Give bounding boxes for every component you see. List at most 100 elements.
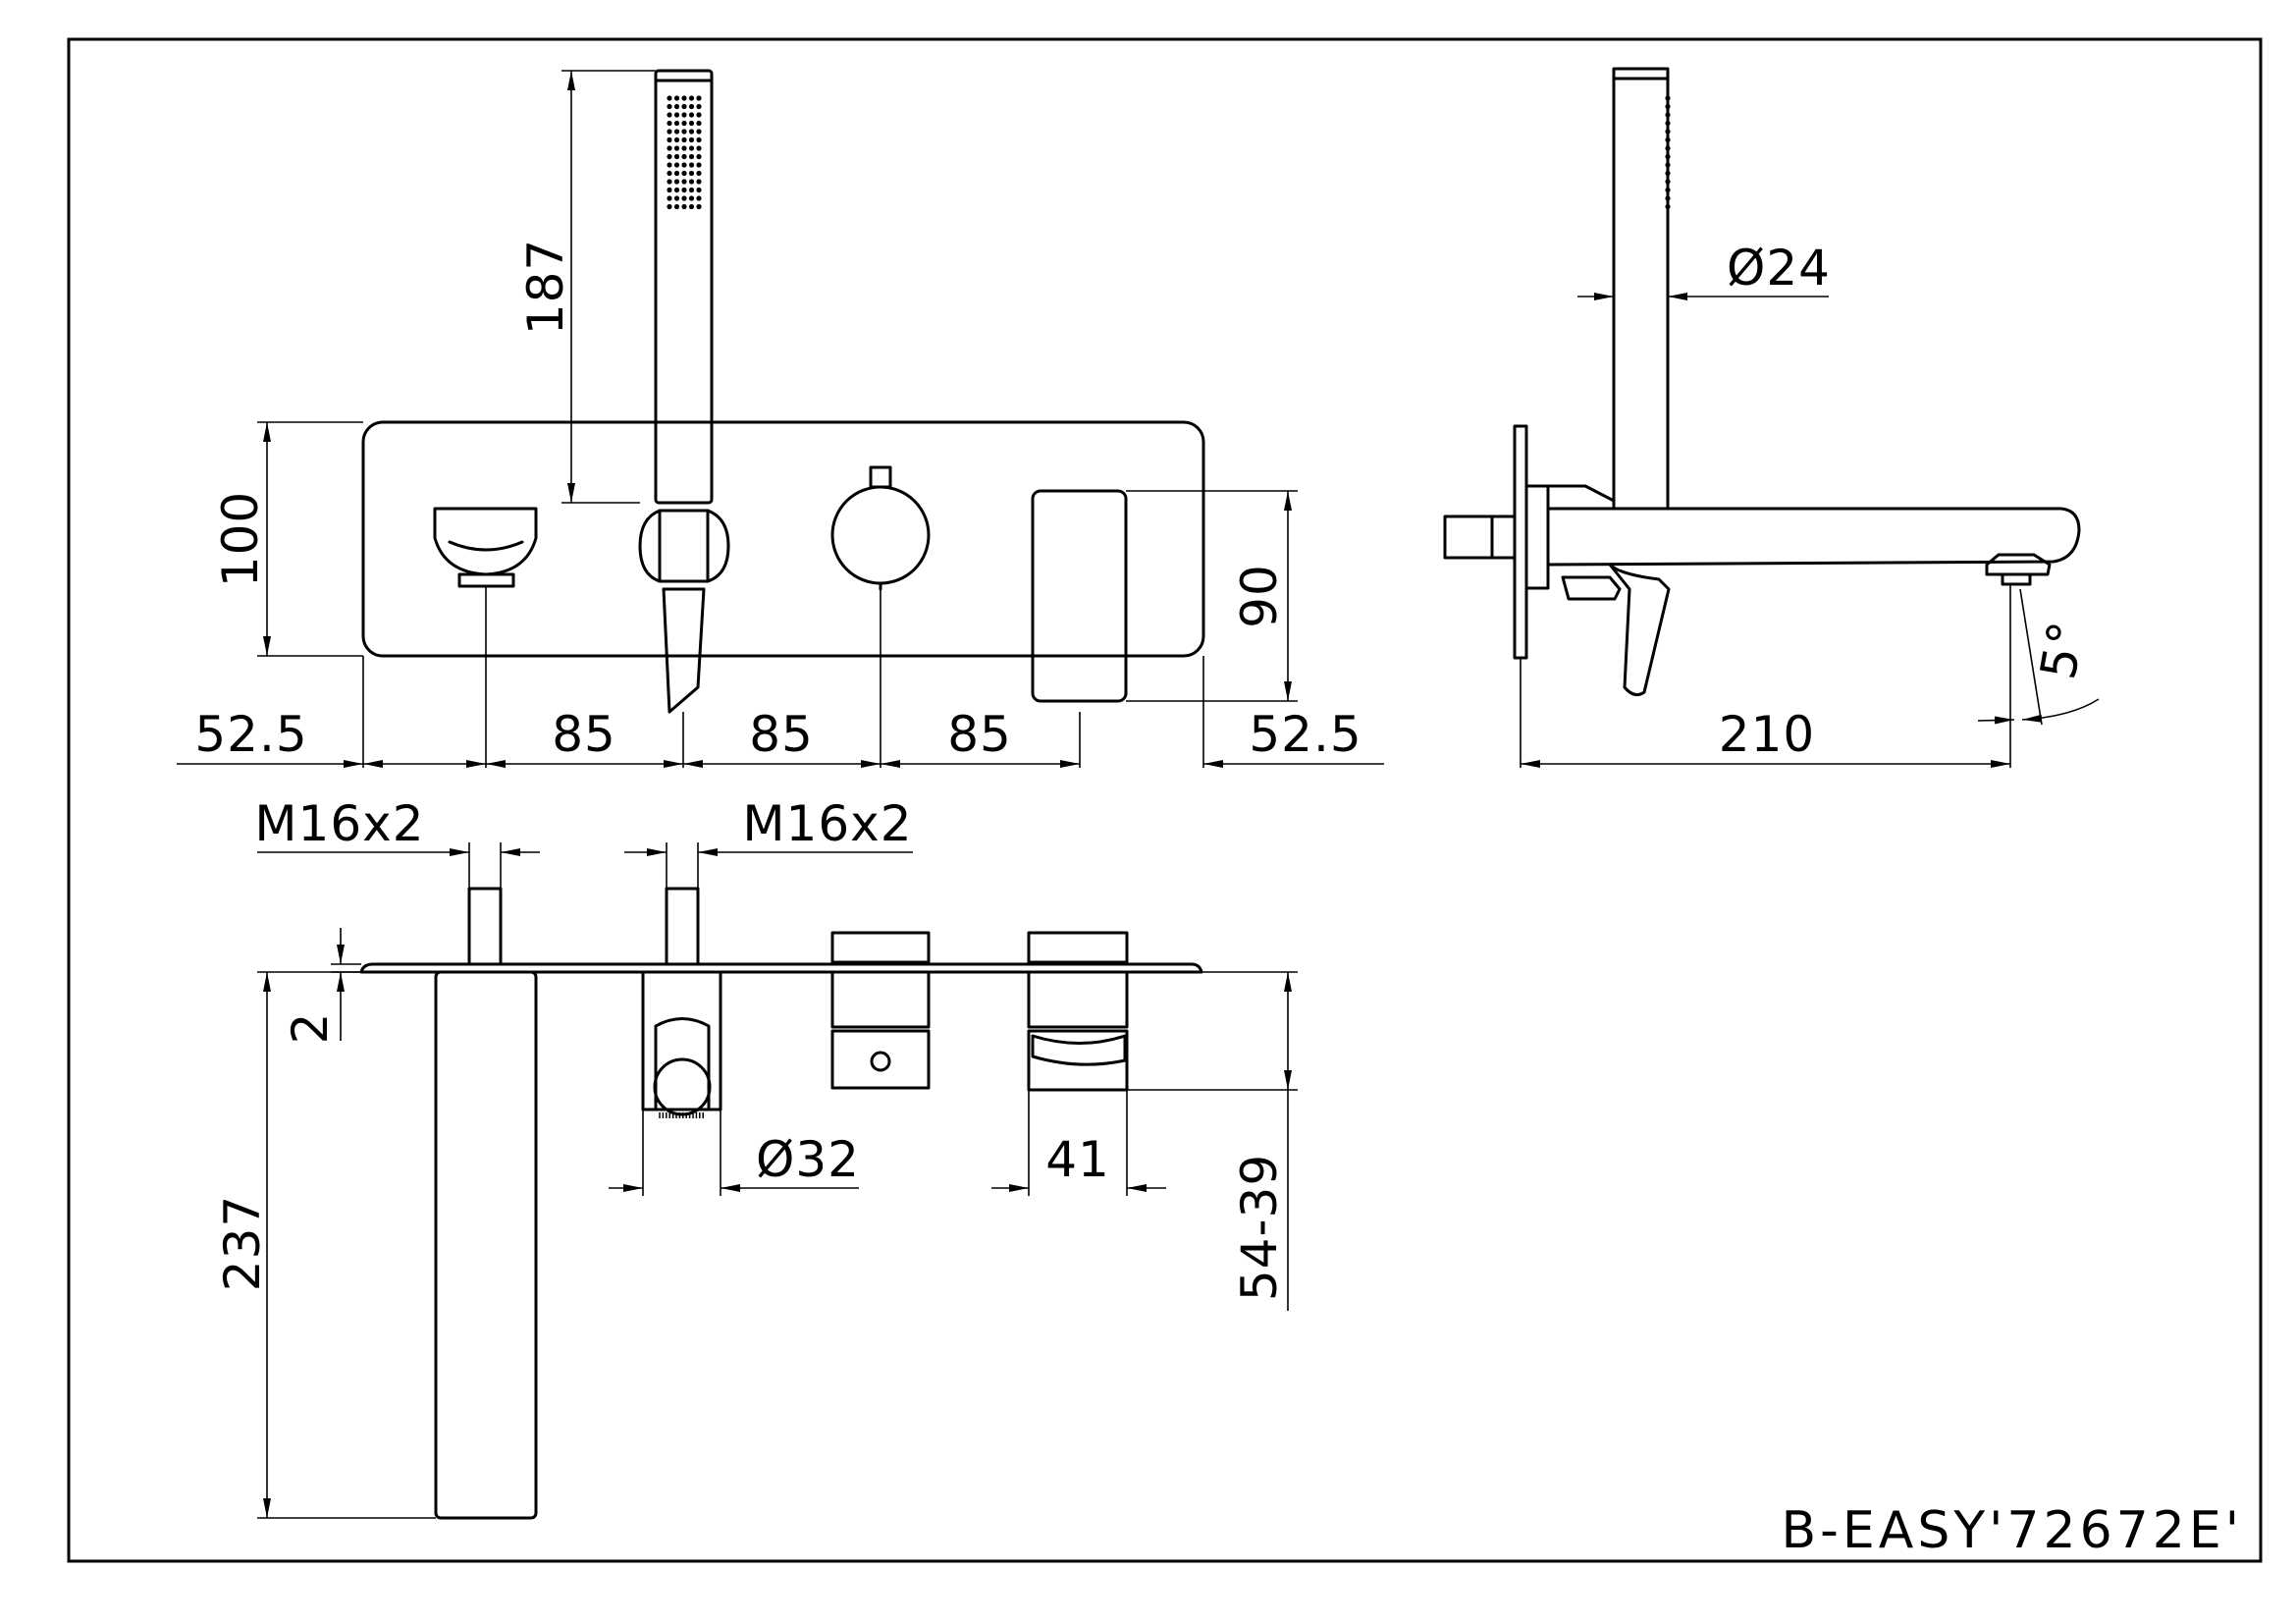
dim-diverter-diameter: Ø32 — [756, 1131, 860, 1188]
dim-spacing-2: 85 — [749, 706, 814, 763]
side-nozzle-dot — [1665, 179, 1671, 185]
nozzle-dot — [673, 95, 680, 101]
top-lever-cap — [1027, 931, 1129, 964]
nozzle-dot — [681, 195, 687, 201]
nozzle-dot — [681, 153, 687, 160]
nozzle-dot — [673, 112, 680, 118]
wall-plate — [361, 420, 1205, 658]
side-nozzle-dot — [1665, 112, 1671, 118]
nozzle-dot — [667, 203, 672, 210]
top-wall-plate — [359, 962, 1203, 974]
nozzle-dot — [681, 120, 687, 127]
top-spout — [434, 970, 538, 1520]
nozzle-dot — [667, 170, 672, 177]
nozzle-dot — [667, 112, 672, 118]
dim-right-height: 90 — [1231, 564, 1288, 628]
nozzle-dot — [673, 195, 680, 201]
nozzle-dot — [681, 129, 687, 135]
nozzle-dot — [681, 103, 687, 110]
thermostat-knob — [830, 485, 931, 585]
nozzle-dot — [681, 136, 687, 143]
side-nozzle-dot — [1665, 103, 1671, 110]
side-nozzle-dot — [1665, 136, 1671, 143]
nozzle-dot — [673, 162, 680, 168]
nozzle-dot — [696, 162, 702, 168]
dim-spacing-left: 52.5 — [194, 706, 307, 763]
dim-lever-width: 41 — [1045, 1131, 1110, 1188]
nozzle-dot — [696, 170, 702, 177]
side-nozzle-dot — [1665, 162, 1671, 168]
nozzle-dot — [681, 203, 687, 210]
side-nozzle-dot — [1665, 129, 1671, 135]
side-nozzles — [1665, 95, 1671, 210]
shower-holder — [638, 509, 730, 583]
nozzle-dot — [681, 112, 687, 118]
nozzle-dot — [696, 145, 702, 151]
nozzle-dot — [681, 145, 687, 151]
nozzle-dot — [688, 129, 695, 135]
top-thermostat-cap — [830, 931, 931, 964]
right-threaded-pipe — [665, 887, 700, 966]
nozzle-dot — [673, 145, 680, 151]
nozzle-dot — [696, 153, 702, 160]
nozzle-dot — [688, 170, 695, 177]
nozzle-dot — [667, 187, 672, 193]
nozzle-dot — [696, 203, 702, 210]
nozzle-dot — [696, 136, 702, 143]
dim-spacing-right: 52.5 — [1249, 706, 1362, 763]
dim-thread-left: M16x2 — [254, 795, 424, 852]
side-view: Ø24 210 5° — [1443, 67, 2100, 768]
nozzle-dot — [667, 145, 672, 151]
lever-handle — [1031, 489, 1128, 703]
nozzle-dot — [667, 129, 672, 135]
nozzle-dot — [696, 187, 702, 193]
nozzle-dot — [688, 162, 695, 168]
nozzle-dot — [696, 129, 702, 135]
shower-hose-outlet — [662, 587, 706, 714]
nozzle-dot — [688, 136, 695, 143]
nozzle-dot — [688, 95, 695, 101]
nozzle-dot — [688, 120, 695, 127]
nozzle-dot — [681, 95, 687, 101]
nozzle-dot — [673, 129, 680, 135]
side-nozzle-dot — [1665, 145, 1671, 151]
dim-handshower-height: 187 — [517, 239, 574, 335]
side-nozzle-dot — [1665, 187, 1671, 193]
nozzle-dot — [696, 103, 702, 110]
side-nozzle-dot — [1665, 95, 1671, 101]
nozzle-dot — [688, 153, 695, 160]
drawing-frame — [67, 37, 2263, 1563]
side-nozzle-dot — [1665, 195, 1671, 201]
nozzle-dot — [696, 195, 702, 201]
nozzle-dot — [681, 170, 687, 177]
diverter-knurl — [659, 1112, 704, 1118]
dim-handle-diameter: Ø24 — [1727, 240, 1831, 297]
nozzle-dot — [681, 162, 687, 168]
dim-spout-length: 210 — [1719, 706, 1815, 763]
nozzle-dot — [688, 203, 695, 210]
side-hand-shower — [1612, 67, 1670, 511]
dim-spout-projection: 237 — [214, 1195, 271, 1291]
side-nozzle-dot — [1665, 203, 1671, 210]
nozzle-dot — [696, 95, 702, 101]
dim-thread-right: M16x2 — [742, 795, 912, 852]
dim-adjust-range: 54-39 — [1231, 1154, 1288, 1301]
shower-nozzles — [667, 95, 702, 210]
nozzle-dot — [696, 120, 702, 127]
dim-spacing-1: 85 — [552, 706, 616, 763]
side-nozzle-dot — [1665, 170, 1671, 177]
nozzle-dot — [688, 112, 695, 118]
nozzle-dot — [667, 120, 672, 127]
nozzle-dot — [667, 153, 672, 160]
nozzle-dot — [667, 195, 672, 201]
nozzle-dot — [673, 179, 680, 185]
nozzle-dot — [673, 136, 680, 143]
nozzle-dot — [688, 145, 695, 151]
nozzle-dot — [696, 112, 702, 118]
nozzle-dot — [688, 195, 695, 201]
nozzle-dot — [667, 136, 672, 143]
nozzle-dot — [688, 103, 695, 110]
side-nozzle-dot — [1665, 153, 1671, 160]
nozzle-dot — [673, 103, 680, 110]
